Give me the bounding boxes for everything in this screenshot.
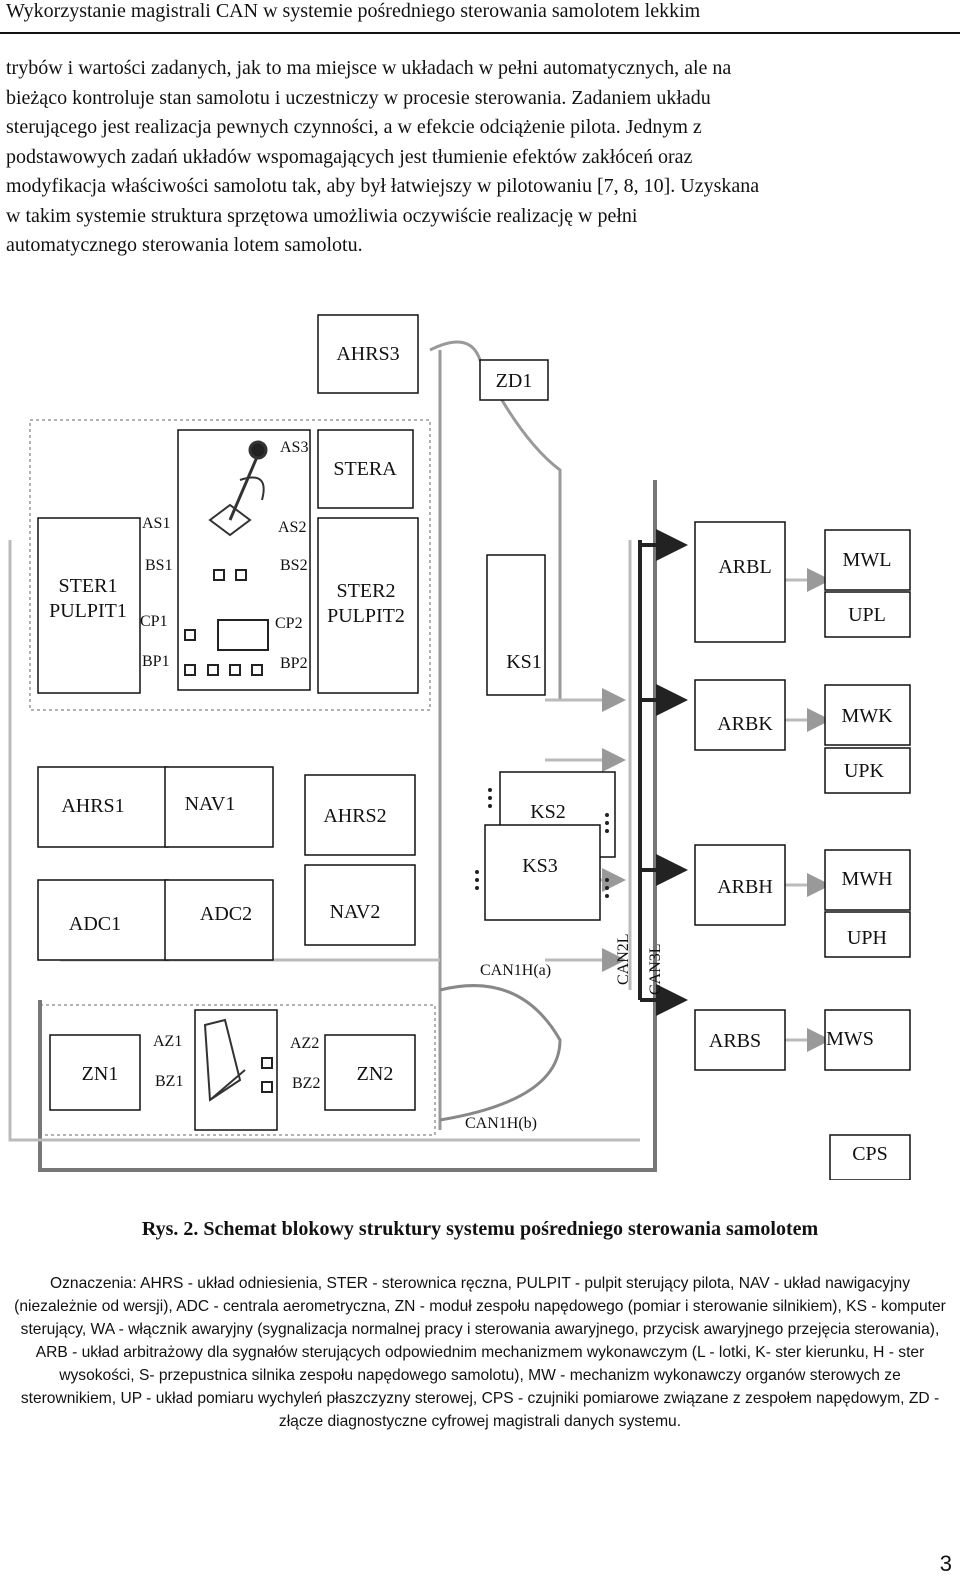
signal-as3: AS3 [280,439,308,456]
ks1-block [486,554,546,696]
label-pulpit1: PULPIT1 [49,600,127,622]
body-paragraph: trybów i wartości zadanych, jak to ma mi… [6,54,956,261]
body-line: w takim systemie struktura sprzętowa umo… [6,204,638,227]
mwk-block [824,684,911,746]
label-pulpit2: PULPIT2 [327,605,405,627]
label-arbk: ARBK [717,713,773,735]
ster1-pulpit1-block [37,517,141,694]
label-ks2: KS2 [530,801,566,823]
cockpit-group-frame [29,419,431,711]
signal-bs2: BS2 [280,557,308,574]
ahrs1-block [37,766,169,848]
body-line: trybów i wartości zadanych, jak to ma mi… [6,57,732,79]
label-zn1: ZN1 [82,1063,119,1085]
signal-as2: AS2 [278,519,306,536]
body-line: sterującego jest realizacja pewnych czyn… [6,116,702,138]
label-nav1: NAV1 [185,793,236,815]
throttle-lever-icon [203,1018,246,1102]
signal-as1: AS1 [142,515,170,532]
signal-bp2: BP2 [280,655,308,672]
zn1-block [49,1034,141,1111]
label-nav2: NAV2 [330,901,381,923]
label-ster1: STER1 [59,575,118,597]
upl-block [824,591,911,638]
signal-bp1: BP1 [142,653,170,670]
label-ahrs3: AHRS3 [336,343,399,365]
uph-block [824,911,911,958]
mws-block [824,1009,911,1071]
bus-can3l: CAN3L [647,943,664,995]
ahrs2-block [304,774,416,856]
stera-block [317,429,414,509]
label-mwh: MWH [841,868,892,890]
label-mwk: MWK [841,705,893,727]
mwl-block [824,529,911,591]
label-ahrs1: AHRS1 [61,795,124,817]
label-upl: UPL [848,604,886,626]
label-ahrs2: AHRS2 [323,805,386,827]
signal-bs1: BS1 [145,557,173,574]
label-ks1: KS1 [506,651,542,673]
upk-block [824,747,911,794]
nav1-block [164,766,274,848]
block-diagram: AHRS3 ZD1 STERA STER1 PULPIT1 STER2 PULP… [8,314,911,1180]
ster2-pulpit2-block [317,517,419,694]
nav2-block [304,864,416,946]
bus-can2l: CAN2L [615,933,632,985]
signal-bz2: BZ2 [292,1075,320,1092]
body-line: bieżąco kontroluje stan samolotu i uczes… [6,86,711,109]
label-ks3: KS3 [522,855,558,877]
ks3-block [484,824,601,921]
label-zn2: ZN2 [357,1063,394,1085]
body-line: podstawowych zadań układów wspomagającyc… [6,145,693,168]
label-arbh: ARBH [717,876,773,898]
body-line: modyfikacja właściwości samolotu tak, ab… [6,175,760,197]
label-zd1: ZD1 [496,370,533,392]
label-mwl: MWL [843,549,892,571]
label-adc1: ADC1 [69,913,121,935]
running-header: Wykorzystanie magistrali CAN w systemie … [6,0,701,22]
signal-az2: AZ2 [290,1035,319,1052]
page-number: 3 [939,1551,952,1576]
label-stera: STERA [333,458,397,480]
mwh-block [824,849,911,911]
control-stick-block [177,429,311,691]
label-ster2: STER2 [337,580,396,602]
figure-legend: Oznaczenia: AHRS - układ odniesienia, ST… [14,1275,946,1430]
arbh-block [694,844,786,926]
label-cps: CPS [852,1143,888,1165]
arbk-block [694,679,786,751]
cps-block [829,1134,911,1180]
signal-az1: AZ1 [153,1033,182,1050]
panel-buttons [184,569,273,1093]
arbs-block [694,1009,786,1071]
adc1-block [37,879,169,961]
label-mws: MWS [826,1028,874,1050]
control-stick-icon [208,440,268,537]
header-rule [0,32,960,34]
adc2-block [164,879,274,961]
zd1-block [479,359,549,401]
label-uph: UPH [847,927,887,949]
signal-cp1: CP1 [140,613,168,630]
bus-can1h-a: CAN1H(a) [480,962,551,979]
label-upk: UPK [844,760,885,782]
figure-caption: Rys. 2. Schemat blokowy struktury system… [141,1218,819,1240]
label-arbs: ARBS [709,1030,761,1052]
ahrs3-block [317,314,419,394]
label-arbl: ARBL [718,556,771,578]
zn2-block [324,1034,416,1111]
signal-bz1: BZ1 [155,1073,183,1090]
arbl-block [694,521,786,643]
signal-cp2: CP2 [275,615,303,632]
body-line: automatycznego sterowania lotem samolotu… [6,234,363,256]
label-adc2: ADC2 [200,903,252,925]
ellipsis-dots [475,788,609,898]
bus-can1h-b: CAN1H(b) [465,1115,537,1132]
